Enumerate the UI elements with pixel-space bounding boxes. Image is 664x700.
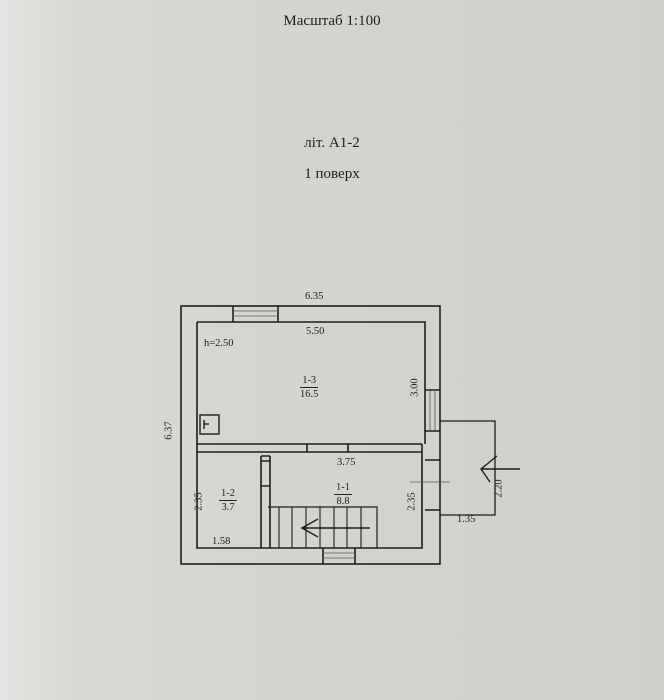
dim-porch-width: 1.35 [457,514,476,525]
room-area: 16.5 [300,389,319,400]
room-1-3-label: 1-3 16.5 [300,374,319,401]
dim-porch-depth: 2.20 [493,479,505,498]
dim-outer-width: 6.35 [305,291,324,302]
room-area: 3.7 [221,502,235,513]
room-area: 8.8 [336,496,350,507]
room-1-1-label: 1-1 8.8 [334,481,352,508]
room-number: 1-3 [300,374,319,388]
scale-label: Масштаб 1:100 [283,13,381,29]
ceiling-height: h=2.50 [204,338,234,349]
dim-room-1-2-depth: 2.35 [193,492,205,511]
dim-room-1-1-depth: 2.35 [406,492,418,511]
room-1-2-label: 1-2 3.7 [219,487,237,514]
outer-wall [180,305,441,565]
dim-outer-height: 6.37 [163,421,175,440]
room-number: 1-2 [219,488,237,501]
room-1-3-inner-wall [197,321,426,444]
entrance-arrow-icon [480,455,520,483]
dim-room-1-1-width: 3.75 [337,457,356,468]
stair-arrow-icon [300,518,370,538]
building-letter: літ. А1-2 [304,135,360,151]
stove-icon [199,414,220,435]
dim-room-1-3-width: 5.50 [306,326,325,337]
dim-room-1-2-width: 1.58 [212,536,231,547]
dim-room-1-3-depth: 3.00 [409,378,421,397]
room-number: 1-1 [334,482,352,495]
floor-label: 1 поверх [304,166,360,182]
